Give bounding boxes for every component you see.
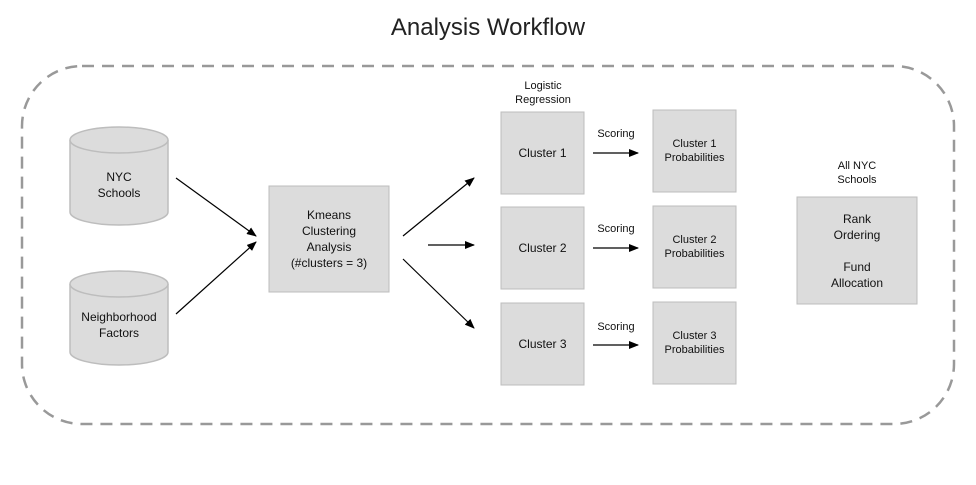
probabilities-1-box	[652, 109, 737, 193]
neighborhood-factors-cylinder	[69, 270, 169, 366]
arrow-kmeans-to-cluster-3	[402, 258, 475, 329]
diagram-title: Analysis Workflow	[390, 14, 586, 41]
nyc-schools-label: NYC Schools	[97, 170, 141, 200]
probabilities-2-label: Cluster 2 Probabilities	[664, 234, 725, 260]
scoring-label-2: Scoring	[597, 223, 635, 235]
cluster-2-label: Cluster 2	[518, 241, 567, 255]
scoring-label-1: Scoring	[597, 128, 635, 140]
cluster-2-box	[500, 206, 585, 290]
rank-ordering-label: Rank Ordering Fund Allocation	[830, 211, 884, 290]
kmeans-box	[268, 185, 390, 293]
cluster-3-box	[500, 302, 585, 386]
probabilities-3-box	[652, 301, 737, 385]
cluster-3-label: Cluster 3	[518, 337, 567, 351]
probabilities-3-label: Cluster 3 Probabilities	[664, 330, 725, 356]
probabilities-1-label: Cluster 1 Probabilities	[664, 138, 725, 164]
kmeans-label: Kmeans Clustering Analysis (#clusters = …	[290, 208, 368, 270]
neighborhood-factors-label: Neighborhood Factors	[81, 310, 157, 340]
cluster-1-box	[500, 111, 585, 195]
logistic-regression-label: Logistic Regression	[515, 80, 571, 106]
nyc-schools-cylinder	[69, 126, 169, 226]
scoring-label-3: Scoring	[597, 321, 635, 333]
cluster-1-label: Cluster 1	[518, 146, 567, 160]
arrow-schools-to-kmeans	[175, 177, 257, 237]
workflow-container	[20, 64, 956, 426]
arrow-kmeans-to-cluster-1	[402, 177, 475, 237]
rank-ordering-box	[796, 196, 918, 305]
probabilities-2-box	[652, 205, 737, 289]
arrow-neighborhood-to-kmeans	[175, 241, 257, 315]
all-nyc-schools-label: All NYC Schools	[837, 160, 877, 186]
